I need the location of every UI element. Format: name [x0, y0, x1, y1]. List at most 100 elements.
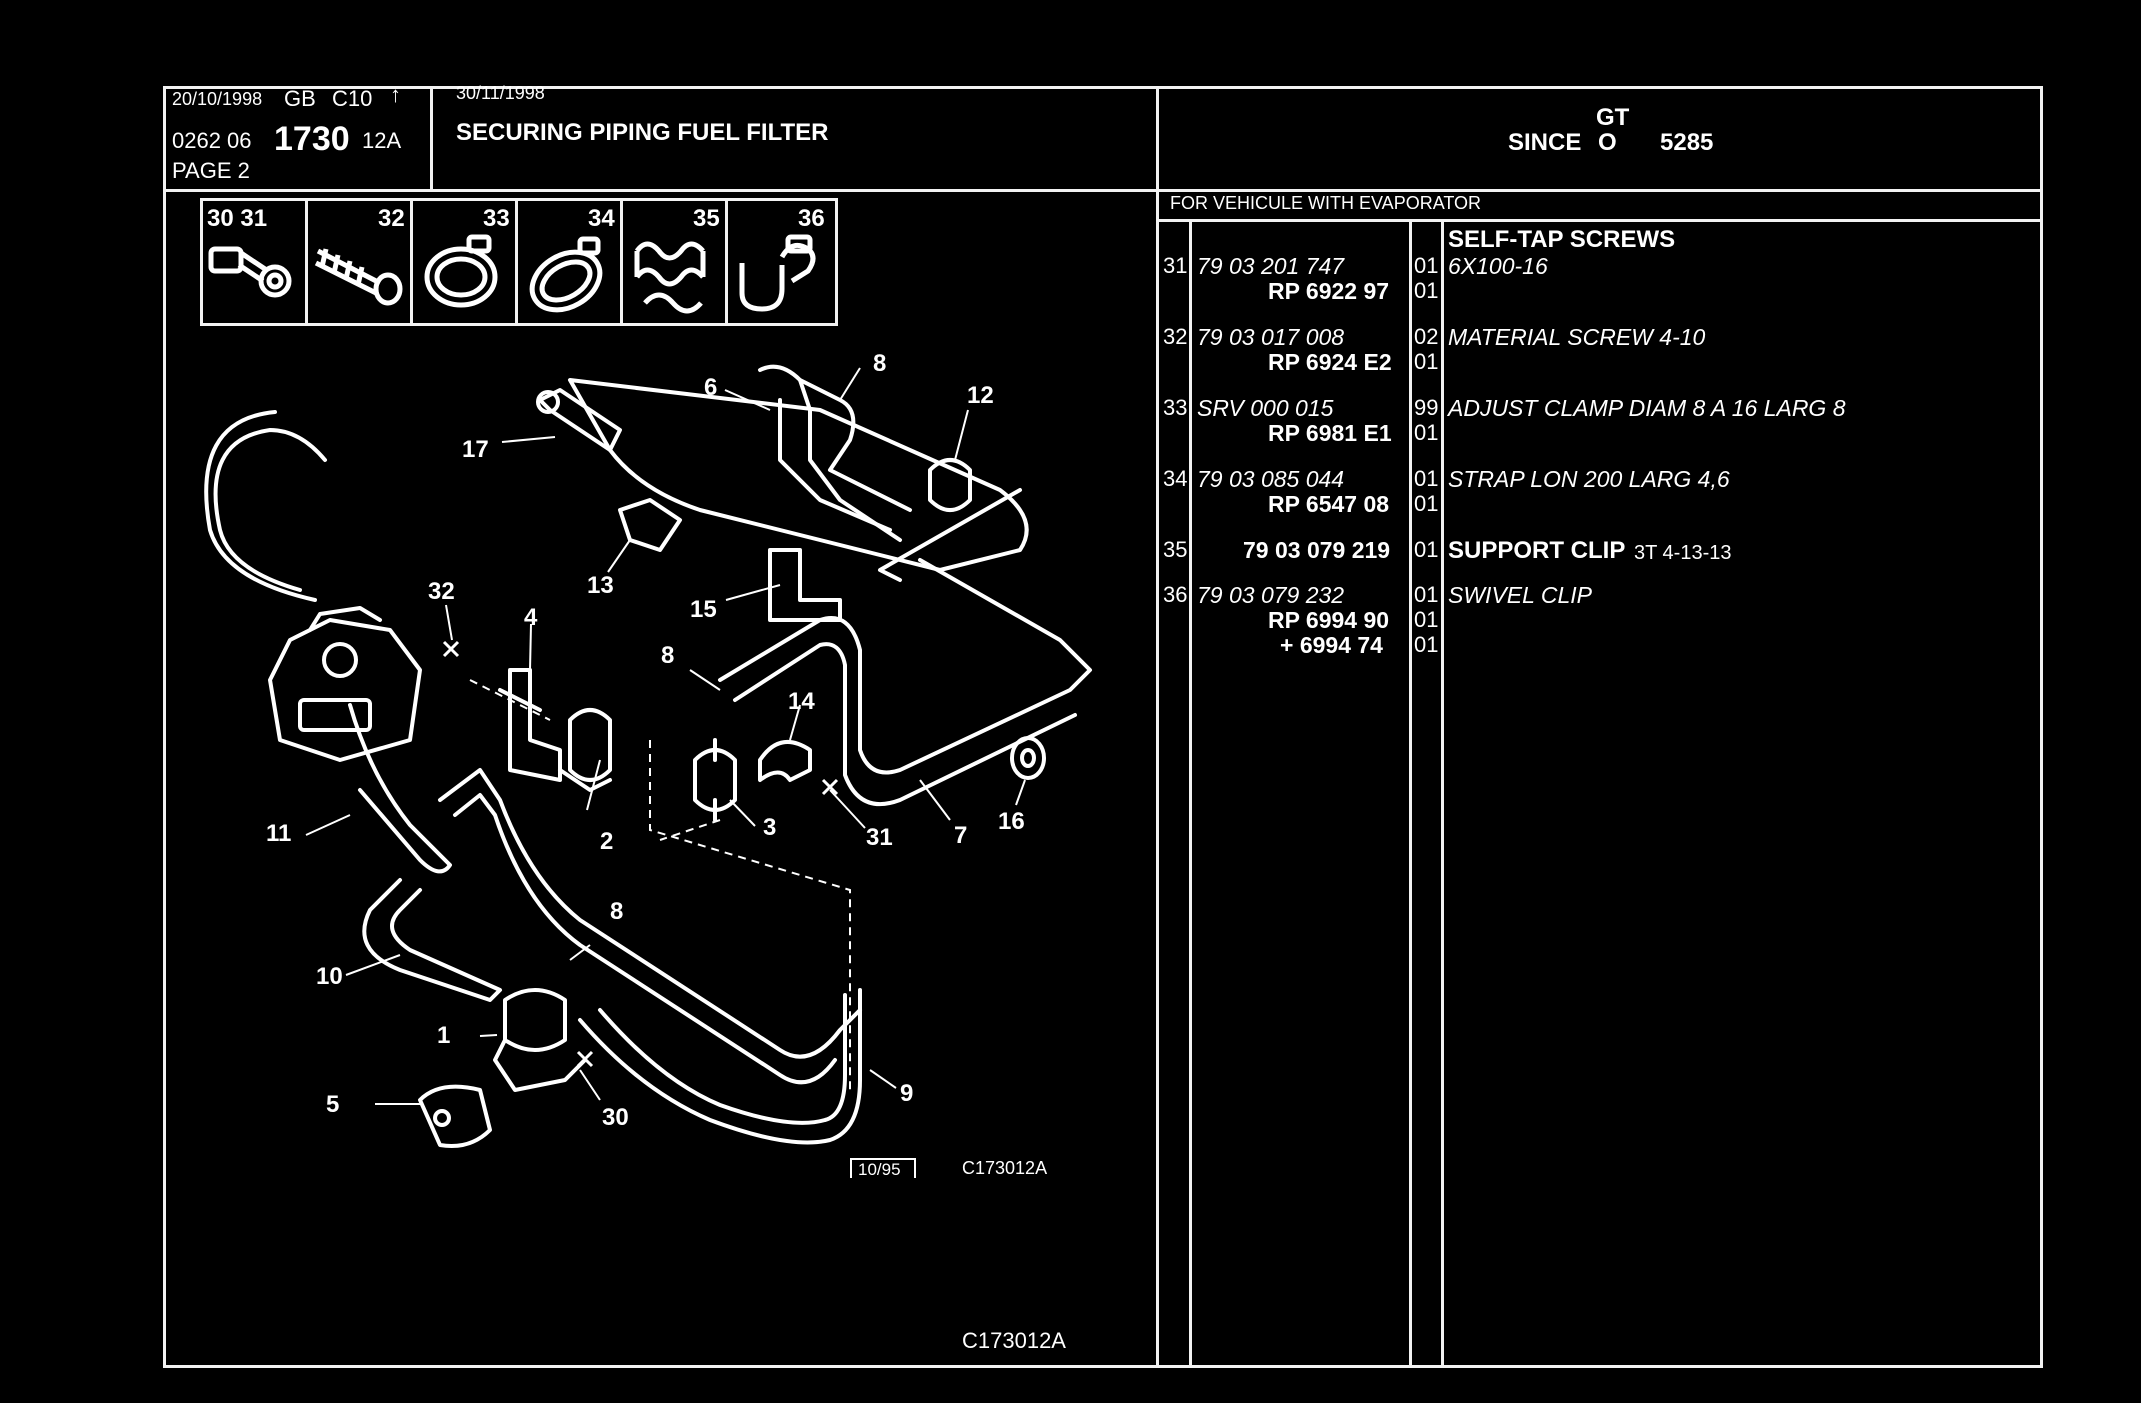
thumb-35: 35 — [623, 201, 728, 323]
rp-qty: 01 — [1414, 491, 1439, 516]
divider-condition-top — [1156, 189, 2043, 192]
part-code: 79 03 079 219 — [1243, 537, 1391, 563]
rp-qty: 01 — [1414, 420, 1439, 445]
callout-8-lower: 8 — [610, 898, 624, 925]
thumb-label: 34 — [588, 205, 615, 232]
callout-30: 30 — [602, 1104, 629, 1131]
washer-16 — [1010, 736, 1046, 780]
bolt-icon — [208, 246, 292, 298]
part-qty: 99 — [1414, 395, 1439, 420]
page-title: SECURING PIPING FUEL FILTER — [456, 119, 829, 146]
footer-figure-code: C173012A — [962, 1328, 1066, 1353]
callout-7: 7 — [954, 822, 968, 849]
pipe-6 — [758, 364, 902, 542]
since-value: O — [1598, 129, 1617, 156]
revision-stamp — [850, 1158, 916, 1178]
rp-reference: RP 6922 97 — [1268, 278, 1390, 304]
part-code: 79 03 201 747 — [1197, 253, 1345, 279]
item-number: 33 — [1163, 395, 1188, 420]
part-code: 79 03 085 044 — [1197, 466, 1345, 492]
part-description: MATERIAL SCREW 4-10 — [1448, 324, 1706, 350]
page-number: PAGE 2 — [172, 158, 250, 183]
thumb-label: 30 31 — [207, 205, 268, 232]
rp-reference: RP 6981 E1 — [1268, 420, 1392, 446]
section-heading: SELF-TAP SCREWS — [1448, 226, 1676, 253]
hose-11-lower — [348, 703, 452, 874]
clip-15 — [768, 548, 842, 622]
sheet-frame — [163, 86, 2043, 1368]
since-number: 5285 — [1660, 129, 1714, 156]
carburettor — [268, 618, 422, 762]
part-qty: 01 — [1414, 537, 1439, 562]
figure-code: C173012A — [962, 1158, 1048, 1178]
hose-11-inner — [204, 410, 317, 602]
ref-number: 1730 — [274, 120, 350, 158]
callout-3: 3 — [763, 814, 777, 841]
revision-stamp-text: 10/95 — [858, 1160, 901, 1179]
callout-11: 11 — [266, 820, 292, 847]
rp-reference: + 6994 74 — [1280, 632, 1383, 658]
part-code: 79 03 017 008 — [1197, 324, 1345, 350]
pipe-10 — [362, 878, 502, 1002]
thumb-label: 36 — [798, 205, 825, 232]
item-number: 31 — [1163, 253, 1188, 278]
x-marker-32 — [442, 640, 460, 658]
callout-15: 15 — [690, 596, 717, 623]
divider-condition-bottom — [1156, 219, 2043, 222]
part-description: 6X100-16 — [1448, 253, 1548, 279]
model-name: GT — [1596, 104, 1630, 131]
part-qty: 01 — [1414, 582, 1439, 607]
callout-5: 5 — [326, 1091, 340, 1118]
callout-16: 16 — [998, 808, 1025, 835]
part-qty: 01 — [1414, 466, 1439, 491]
callout-2: 2 — [600, 828, 614, 855]
vehicle-condition: FOR VEHICULE WITH EVAPORATOR — [1170, 193, 1482, 213]
part-code: 79 03 079 232 — [1197, 582, 1345, 608]
thumb-34: 34 — [518, 201, 623, 323]
thumb-36: 36 — [728, 201, 835, 323]
arrow-up-icon: ↑ — [390, 82, 401, 107]
part-qty: 01 — [1414, 253, 1439, 278]
col-divider-qty — [1409, 219, 1412, 1368]
callout-14: 14 — [788, 688, 815, 715]
hose-11 — [213, 428, 327, 592]
item-number: 34 — [1163, 466, 1188, 491]
rp-qty: 01 — [1414, 632, 1439, 657]
thumb-label: 32 — [378, 205, 405, 232]
callout-4: 4 — [524, 604, 538, 631]
callout-12: 12 — [967, 382, 994, 409]
strap-icon — [529, 236, 603, 313]
callout-9: 9 — [900, 1080, 914, 1107]
filter-3 — [693, 748, 737, 812]
x-marker-30 — [576, 1050, 594, 1068]
rp-reference: RP 6994 90 — [1268, 607, 1390, 633]
clamp-icon — [424, 234, 498, 308]
rp-reference: RP 6547 08 — [1268, 491, 1390, 517]
callout-1: 1 — [437, 1022, 451, 1049]
part-description: STRAP LON 200 LARG 4,6 — [1448, 466, 1730, 492]
callout-6: 6 — [704, 374, 718, 401]
part-description: ADJUST CLAMP DIAM 8 A 16 LARG 8 — [1448, 395, 1846, 421]
pump-1 — [503, 988, 567, 1052]
since-label: SINCE — [1508, 129, 1582, 156]
x-marker-31 — [821, 778, 839, 796]
exploded-diagram — [204, 364, 1092, 1148]
part-qty: 02 — [1414, 324, 1439, 349]
pipe-7 — [718, 558, 1092, 775]
rp-qty: 01 — [1414, 607, 1439, 632]
support-clip-icon — [634, 241, 706, 314]
callout-8-mid: 8 — [661, 642, 675, 669]
bracket-4 — [508, 668, 562, 782]
callout-32: 32 — [428, 578, 455, 605]
screw-icon — [314, 248, 403, 306]
date-2: 30/11/1998 — [456, 83, 545, 103]
model-code: C10 — [332, 86, 373, 111]
item-number: 36 — [1163, 582, 1188, 607]
divider-header-bottom — [163, 189, 2043, 192]
lang-code: GB — [284, 86, 316, 111]
callout-13: 13 — [587, 572, 614, 599]
item-number: 35 — [1163, 537, 1188, 562]
pipe-8-main — [438, 768, 862, 1059]
date-1: 20/10/1998 — [172, 89, 263, 109]
screw-12 — [928, 458, 972, 512]
